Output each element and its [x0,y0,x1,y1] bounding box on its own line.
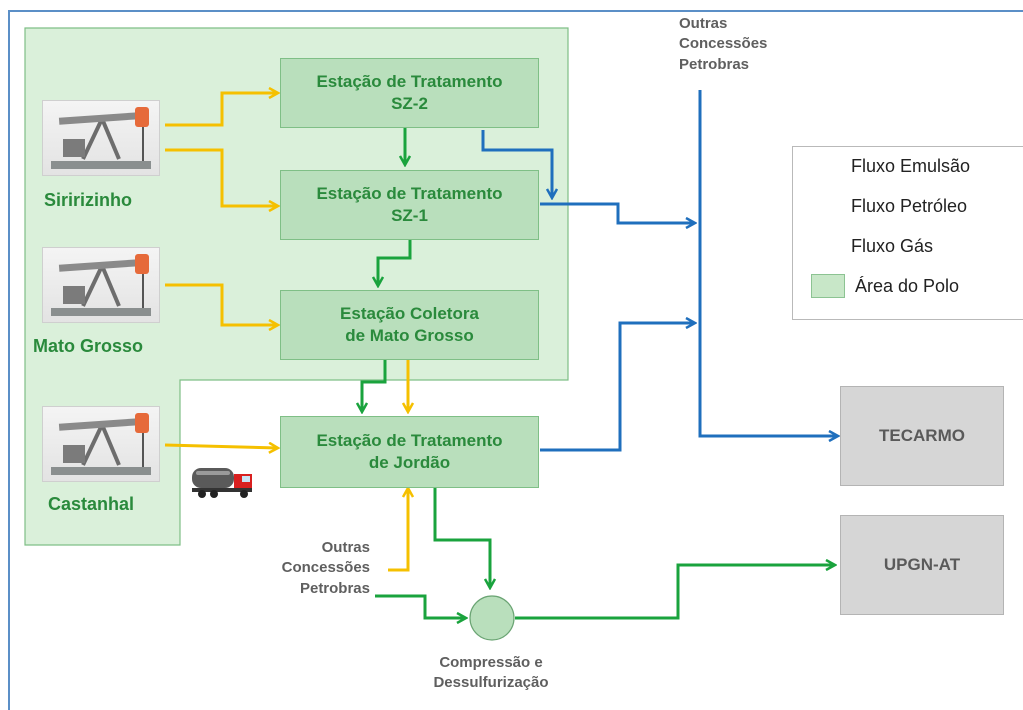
legend-label: Fluxo Petróleo [851,195,968,216]
emulsao-siririzinho-sz2 [165,93,278,127]
emulsao-outras-jordao [388,488,408,572]
gas-compressor-upgn [515,565,835,620]
gas-jordao-compressor [433,488,490,588]
pump-jack-icon [42,406,160,482]
legend-item-emulsao: Fluxo Emulsão [851,154,970,178]
tanker-truck-icon [190,462,256,500]
field-label-mato-grosso: Mato Grosso [33,336,144,356]
destination-tecarmo: TECARMO [840,386,1004,486]
legend-item-gas: Fluxo Gás [851,234,933,258]
field-label-castanhal: Castanhal [48,494,135,514]
emulsao-siririzinho-sz1 [165,148,278,206]
petroleo-jordao-trunk [540,323,695,452]
legend-item-petroleo: Fluxo Petróleo [851,194,967,218]
label-outras-concessoes-bottom: Outras Concessões Petrobras [281,539,370,597]
emulsao-matogrosso-coletora [165,283,278,325]
legend-item-area: Área do Polo [809,274,959,298]
label-compressao: Compressão e Dessulfurização [433,654,549,692]
label-outras-concessoes-top: Outras Concessões Petrobras [679,15,768,73]
compressor-node [469,595,515,641]
legend-label: Fluxo Emulsão [851,155,971,176]
destination-upgn: UPGN-AT [840,515,1004,615]
legend-swatch [811,274,845,298]
petroleo-sz1-trunk [540,202,695,223]
petroleo-trunk-tecarmo [698,90,838,436]
legend-label: Área do Polo [855,275,960,296]
pump-jack-icon [42,100,160,176]
gas-outras-compressor [375,594,466,618]
station-sz1: Estação de Tratamento SZ-1 [280,170,539,240]
legend-label: Fluxo Gás [851,235,934,256]
station-jordao: Estação de Tratamento de Jordão [280,416,539,488]
station-sz2: Estação de Tratamento SZ-2 [280,58,539,128]
gas-sz1-coletora [378,240,412,286]
field-label-siririzinho: Siririzinho [44,190,133,210]
pole-area [24,27,569,546]
station-coletora: Estação Coletora de Mato Grosso [280,290,539,360]
frame-border [8,10,1023,710]
emulsao-castanhal-jordao [164,445,278,448]
pump-jack-icon [42,247,160,323]
legend: Fluxo Emulsão Fluxo Petróleo Fluxo Gás Á… [792,146,1023,320]
gas-coletora-jordao [362,360,387,412]
petroleo-sz2-sz1 [481,130,552,198]
